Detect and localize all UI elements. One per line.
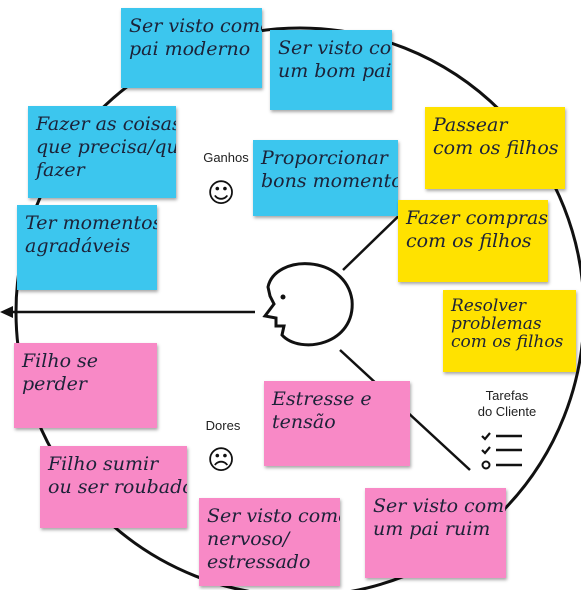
jobs-label: Tarefas do Cliente: [477, 388, 537, 419]
checklist-icon: [481, 432, 522, 470]
customer-head-icon: [262, 262, 354, 347]
gains-label: Ganhos: [203, 150, 249, 165]
smile-icon: ☺: [207, 178, 236, 209]
arrow-head-icon: [0, 306, 13, 318]
frown-icon: ☹: [207, 445, 236, 476]
pains-label: Dores: [205, 418, 241, 433]
